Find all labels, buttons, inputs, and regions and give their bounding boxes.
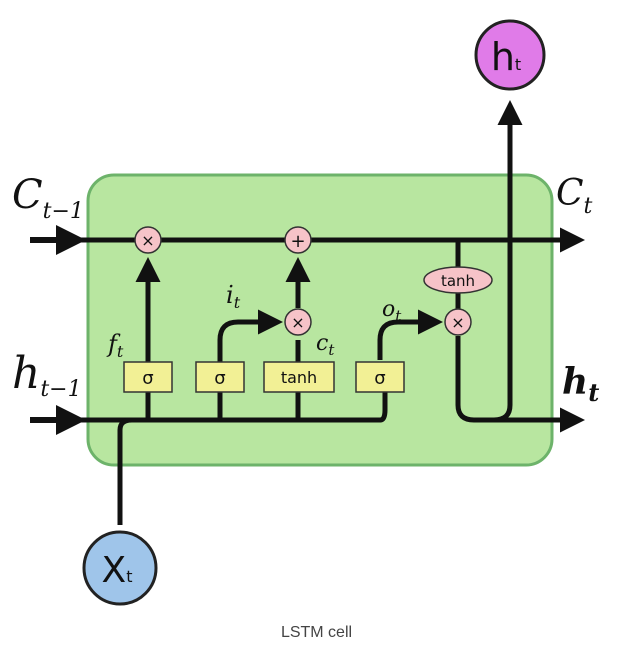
output-tanh-op: tanh xyxy=(423,266,493,294)
forget-gate: σ xyxy=(123,361,173,393)
figure-caption: LSTM cell xyxy=(280,624,353,641)
svg-text:tanh: tanh xyxy=(441,272,475,290)
add-op: + xyxy=(284,226,312,254)
label-h-out: ht xyxy=(562,361,599,407)
label-i: it xyxy=(226,281,241,312)
h-output-circle: ht xyxy=(474,19,546,91)
label-h-prev: ht−1 xyxy=(12,348,82,402)
svg-text:×: × xyxy=(451,313,464,332)
label-c: ct xyxy=(316,331,335,359)
svg-text:σ: σ xyxy=(214,368,225,389)
svg-text:ht: ht xyxy=(491,35,521,79)
input-gate-line xyxy=(217,309,283,420)
output-gate: σ xyxy=(355,361,405,393)
label-c-prev: Ct−1 xyxy=(12,172,84,224)
h-output-line xyxy=(455,336,585,433)
output-multiply-op: × xyxy=(444,308,472,336)
x-input-circle: Xt xyxy=(82,530,158,606)
svg-text:+: + xyxy=(290,231,305,252)
candidate-gate: tanh xyxy=(263,361,335,393)
input-gate: σ xyxy=(195,361,245,393)
forget-multiply-op: × xyxy=(134,226,162,254)
svg-text:σ: σ xyxy=(374,368,385,389)
hidden-input-bus xyxy=(80,390,388,423)
label-o: ot xyxy=(382,297,402,325)
svg-text:×: × xyxy=(141,231,154,250)
h-top-line xyxy=(493,100,523,423)
svg-text:tanh: tanh xyxy=(281,368,317,387)
output-gate-line xyxy=(377,309,443,360)
svg-text:×: × xyxy=(291,313,304,332)
svg-text:σ: σ xyxy=(142,368,153,389)
label-c-out: Ct xyxy=(556,173,593,219)
x-input-line xyxy=(117,417,133,525)
svg-text:Xt: Xt xyxy=(102,550,133,591)
input-multiply-op: × xyxy=(284,308,312,336)
